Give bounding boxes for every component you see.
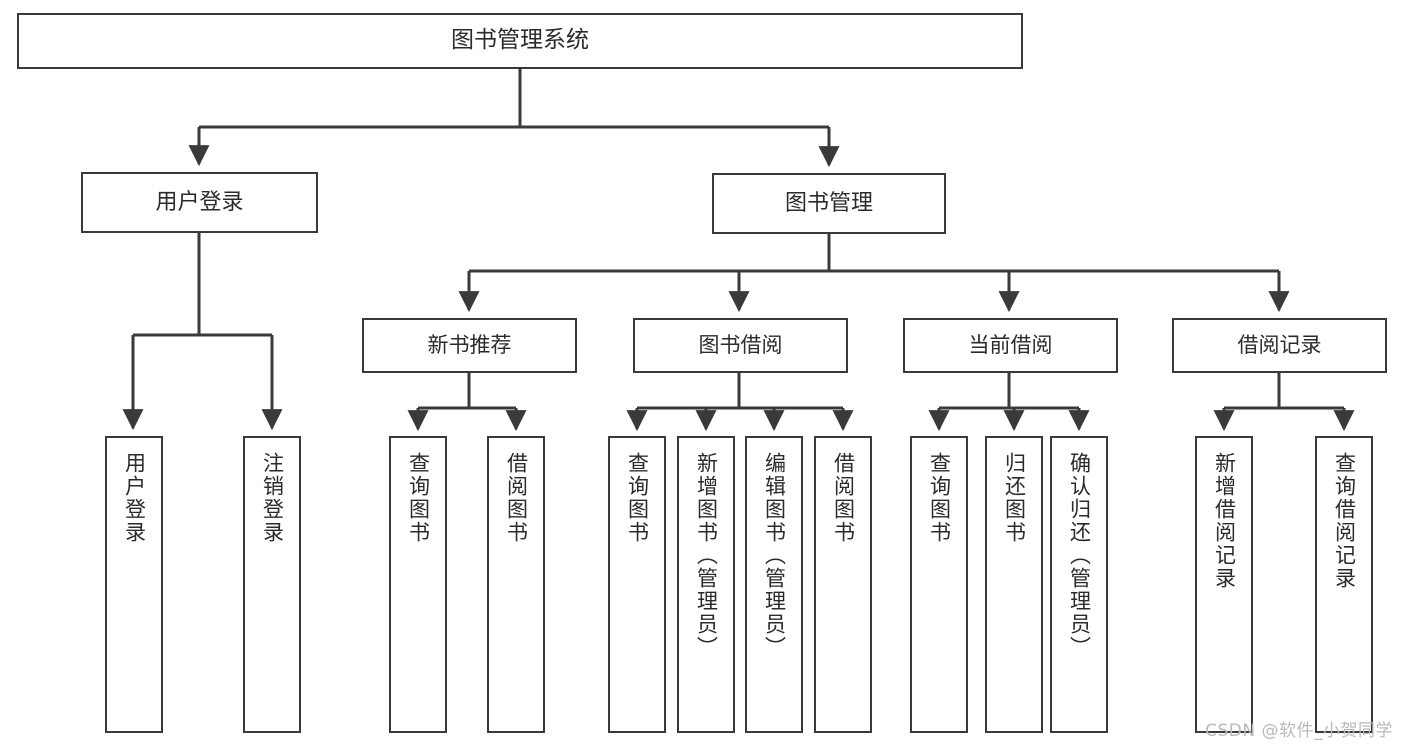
- node-leaf-query-book-1[interactable]: 查询图书: [389, 436, 447, 733]
- watermark-text: CSDN @软件_小贺同学: [1205, 721, 1393, 741]
- node-leaf-logout[interactable]: 注销登录: [243, 436, 301, 733]
- node-borrow-record[interactable]: 借阅记录: [1172, 318, 1387, 373]
- node-leaf-query-book-2-label: 查询图书: [625, 452, 650, 544]
- node-leaf-query-book-2[interactable]: 查询图书: [608, 436, 666, 733]
- node-leaf-borrow-book-1-label: 借阅图书: [504, 452, 529, 544]
- node-leaf-borrow-book-2-label: 借阅图书: [831, 452, 856, 544]
- node-leaf-add-record-label: 新增借阅记录: [1212, 452, 1237, 590]
- node-leaf-edit-book-label: 编辑图书（管理员）: [762, 452, 787, 659]
- node-leaf-confirm-return[interactable]: 确认归还（管理员）: [1050, 436, 1108, 733]
- node-leaf-user-login[interactable]: 用户登录: [105, 436, 163, 733]
- node-leaf-query-record-label: 查询借阅记录: [1332, 452, 1357, 590]
- node-leaf-confirm-return-label: 确认归还（管理员）: [1067, 452, 1092, 659]
- node-new-book-recommend-label: 新书推荐: [427, 333, 512, 358]
- node-leaf-logout-label: 注销登录: [260, 452, 285, 544]
- node-leaf-add-book[interactable]: 新增图书（管理员）: [677, 436, 735, 733]
- node-new-book-recommend[interactable]: 新书推荐: [362, 318, 577, 373]
- node-leaf-borrow-book-1[interactable]: 借阅图书: [487, 436, 545, 733]
- node-book-borrow-label: 图书借阅: [698, 333, 783, 358]
- node-user-login[interactable]: 用户登录: [81, 172, 318, 233]
- node-book-borrow[interactable]: 图书借阅: [633, 318, 848, 373]
- node-leaf-user-login-label: 用户登录: [122, 452, 147, 544]
- node-borrow-record-label: 借阅记录: [1237, 333, 1322, 358]
- node-leaf-query-book-1-label: 查询图书: [406, 452, 431, 544]
- node-root[interactable]: 图书管理系统: [17, 13, 1023, 69]
- node-leaf-return-book-label: 归还图书: [1002, 452, 1027, 544]
- node-leaf-edit-book[interactable]: 编辑图书（管理员）: [745, 436, 803, 733]
- node-leaf-query-book-3-label: 查询图书: [927, 452, 952, 544]
- node-leaf-query-book-3[interactable]: 查询图书: [910, 436, 968, 733]
- node-book-management-label: 图书管理: [784, 190, 873, 216]
- node-leaf-borrow-book-2[interactable]: 借阅图书: [814, 436, 872, 733]
- node-current-borrow-label: 当前借阅: [968, 333, 1053, 358]
- node-leaf-query-record[interactable]: 查询借阅记录: [1315, 436, 1373, 733]
- node-leaf-add-book-label: 新增图书（管理员）: [694, 452, 719, 659]
- node-current-borrow[interactable]: 当前借阅: [903, 318, 1118, 373]
- node-root-label: 图书管理系统: [451, 27, 589, 54]
- node-book-management[interactable]: 图书管理: [712, 173, 946, 234]
- node-leaf-add-record[interactable]: 新增借阅记录: [1195, 436, 1253, 733]
- node-user-login-label: 用户登录: [155, 189, 244, 215]
- node-leaf-return-book[interactable]: 归还图书: [985, 436, 1043, 733]
